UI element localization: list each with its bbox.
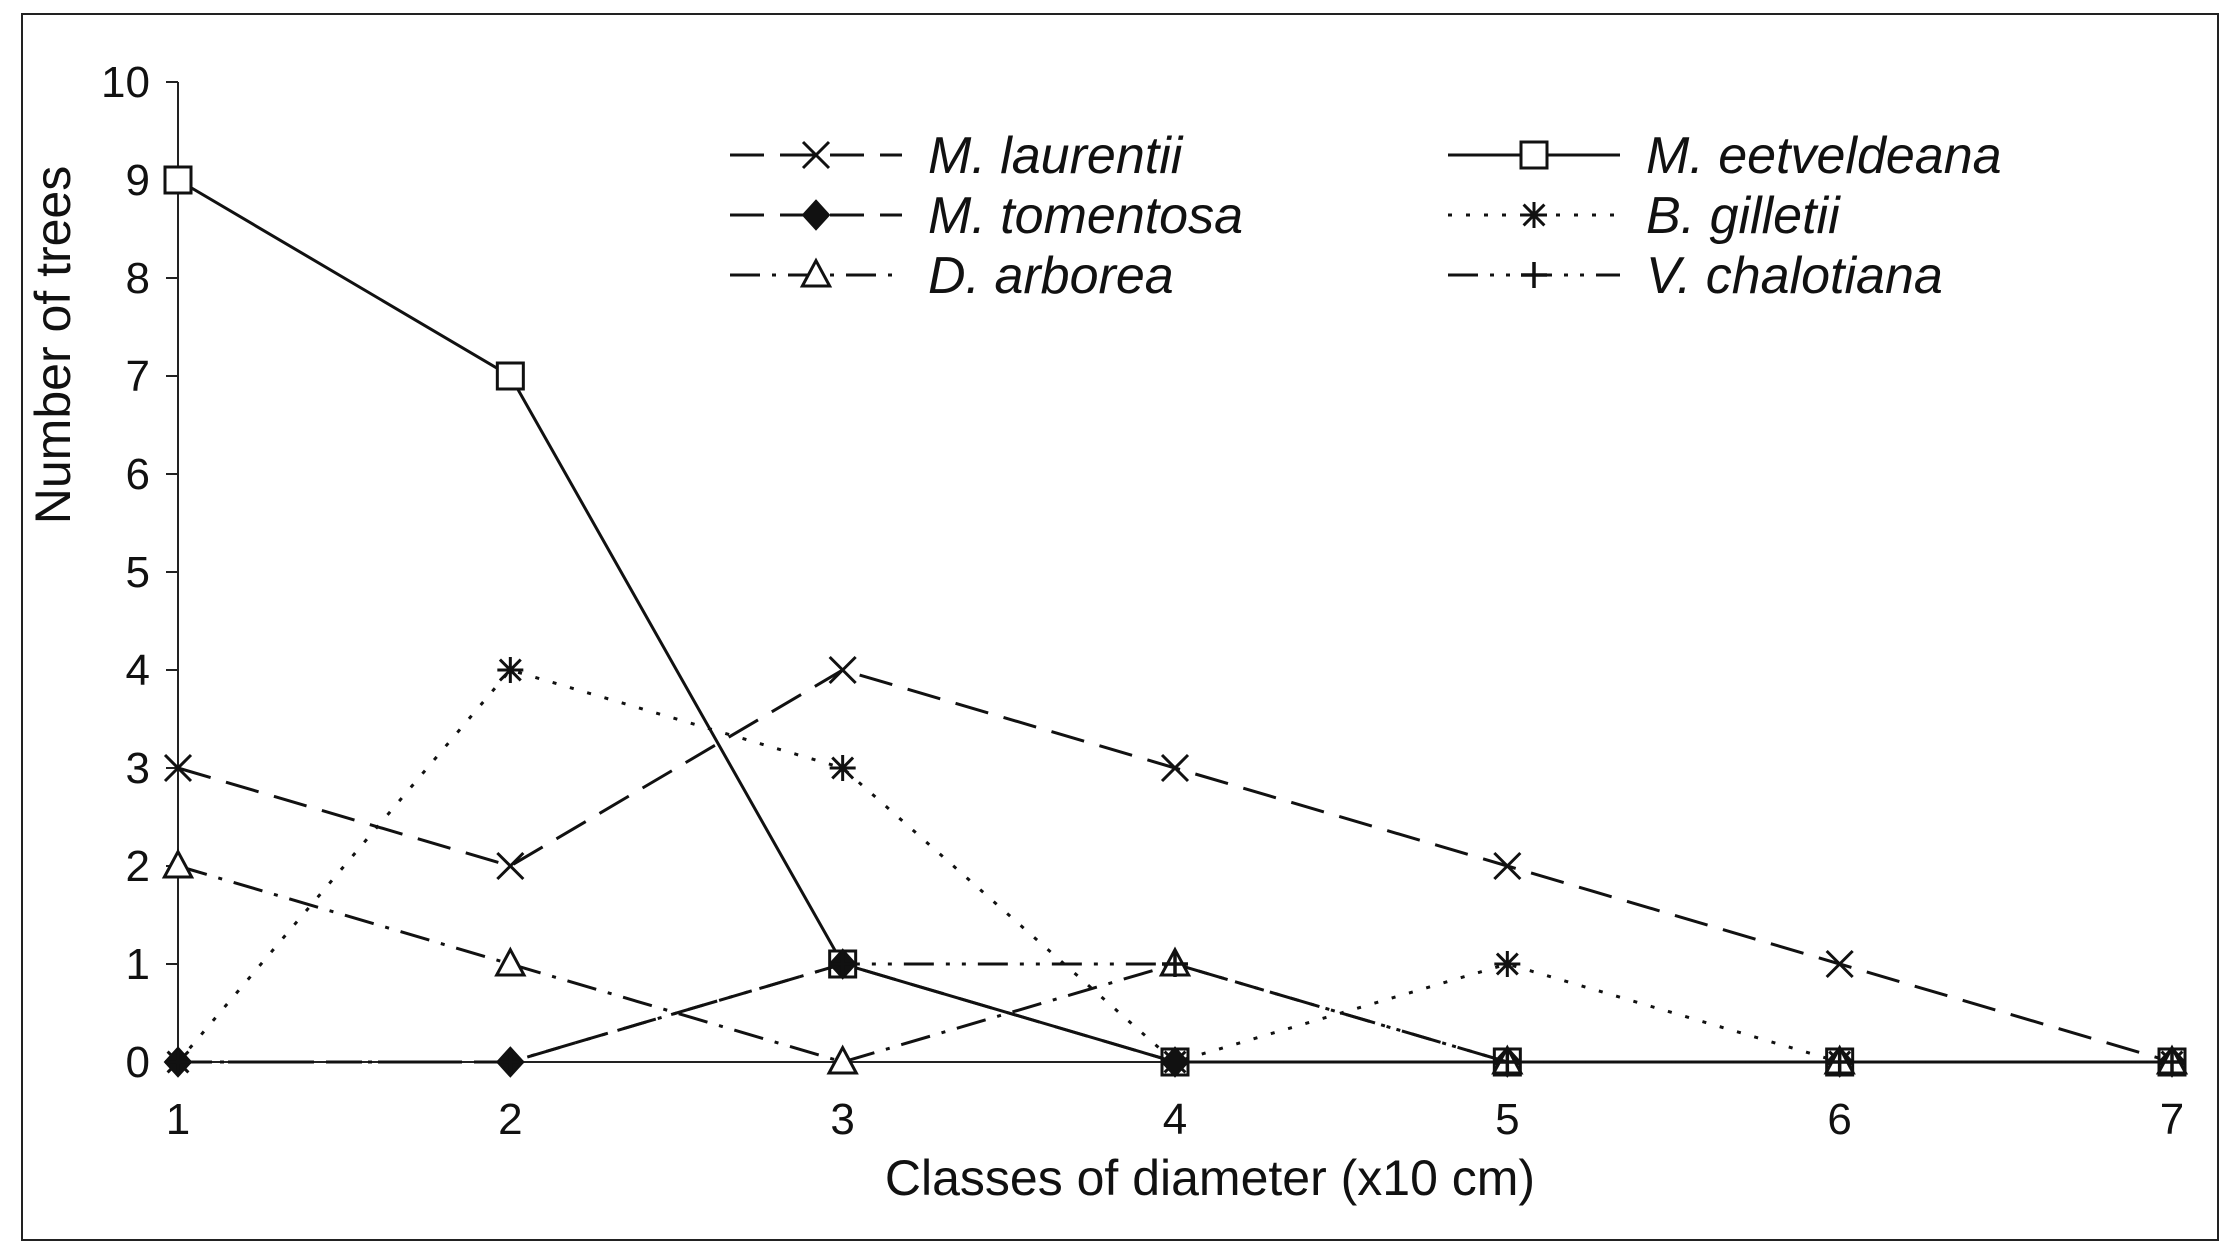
data-point bbox=[1162, 1049, 1188, 1075]
legend-swatch-marker bbox=[1521, 262, 1547, 288]
y-tick-label: 9 bbox=[126, 156, 150, 205]
x-tick-label: 3 bbox=[830, 1095, 854, 1144]
data-point bbox=[829, 755, 856, 781]
data-point bbox=[1826, 1049, 1853, 1075]
legend-entry: M. eetveldeana bbox=[1448, 127, 2002, 185]
legend-label: M. tomentosa bbox=[928, 187, 1243, 245]
data-point bbox=[163, 165, 193, 195]
data-point bbox=[497, 1049, 524, 1075]
x-tick-label: 6 bbox=[1827, 1095, 1851, 1144]
y-tick-label: 7 bbox=[126, 352, 150, 401]
legend-swatch-marker bbox=[801, 199, 831, 231]
data-point bbox=[826, 1044, 859, 1075]
y-tick-label: 3 bbox=[126, 744, 150, 793]
chart-frame bbox=[21, 13, 2219, 1241]
data-point bbox=[829, 951, 856, 977]
legend-label: V. chalotiana bbox=[1646, 247, 1943, 305]
x-tick-label: 5 bbox=[1495, 1095, 1519, 1144]
data-point bbox=[1825, 949, 1854, 979]
y-tick-label: 0 bbox=[126, 1038, 150, 1087]
data-point bbox=[161, 848, 195, 879]
data-point bbox=[828, 655, 857, 685]
data-point bbox=[1160, 753, 1190, 783]
data-point bbox=[1494, 1049, 1521, 1075]
legend-label: D. arborea bbox=[928, 247, 1174, 305]
legend-label: M. laurentii bbox=[928, 127, 1184, 185]
legend-entry: M. laurentii bbox=[730, 127, 1184, 185]
legend-entry: V. chalotiana bbox=[1448, 247, 1943, 305]
y-tick-label: 8 bbox=[126, 254, 150, 303]
y-axis-title: Number of trees bbox=[25, 166, 81, 524]
data-point bbox=[163, 753, 193, 783]
y-tick-label: 1 bbox=[126, 940, 150, 989]
data-point bbox=[1493, 851, 1522, 881]
data-point bbox=[497, 657, 524, 683]
legend-entry: D. arborea bbox=[730, 247, 1174, 305]
y-tick-label: 10 bbox=[101, 58, 150, 107]
data-point bbox=[496, 851, 525, 881]
x-tick-label: 2 bbox=[498, 1095, 522, 1144]
data-point bbox=[494, 946, 527, 977]
y-tick-label: 4 bbox=[126, 646, 150, 695]
data-point bbox=[1162, 951, 1188, 977]
legend-entry: B. gilletii bbox=[1448, 187, 1841, 245]
y-tick-label: 5 bbox=[126, 548, 150, 597]
legend-label: B. gilletii bbox=[1646, 187, 1841, 245]
y-tick-label: 2 bbox=[126, 842, 150, 891]
legend-swatch-marker bbox=[799, 257, 833, 288]
data-point bbox=[2159, 1049, 2185, 1075]
x-tick-label: 4 bbox=[1163, 1095, 1187, 1144]
legend-swatch-marker bbox=[1521, 202, 1547, 228]
legend-label: M. eetveldeana bbox=[1646, 127, 2002, 185]
data-point bbox=[495, 361, 525, 391]
series-6 bbox=[165, 951, 2185, 1075]
x-tick-label: 7 bbox=[2160, 1095, 2184, 1144]
data-point bbox=[165, 1049, 191, 1075]
x-tick-label: 1 bbox=[166, 1095, 190, 1144]
x-axis-title: Classes of diameter (x10 cm) bbox=[885, 1150, 1535, 1206]
y-tick-label: 6 bbox=[126, 450, 150, 499]
legend-swatch-marker bbox=[801, 140, 831, 170]
legend-swatch-marker bbox=[1519, 140, 1549, 170]
data-point bbox=[1494, 951, 1521, 977]
legend-entry: M. tomentosa bbox=[730, 187, 1243, 245]
